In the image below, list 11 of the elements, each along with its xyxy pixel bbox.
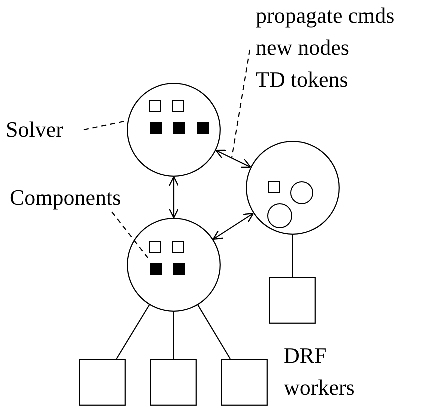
leader-line — [112, 212, 148, 258]
annotation-text: propagate cmds — [256, 2, 396, 30]
arrow — [212, 212, 254, 240]
annotation-text: TD tokens — [256, 66, 350, 94]
annotation-text: new nodes — [256, 34, 350, 62]
annotation-text: Solver — [6, 116, 64, 144]
arrow — [168, 176, 180, 219]
workers-label: DRF workers — [284, 342, 356, 402]
annotation-text: Components — [10, 184, 122, 212]
arrow — [216, 150, 252, 168]
leader-line — [231, 50, 251, 158]
